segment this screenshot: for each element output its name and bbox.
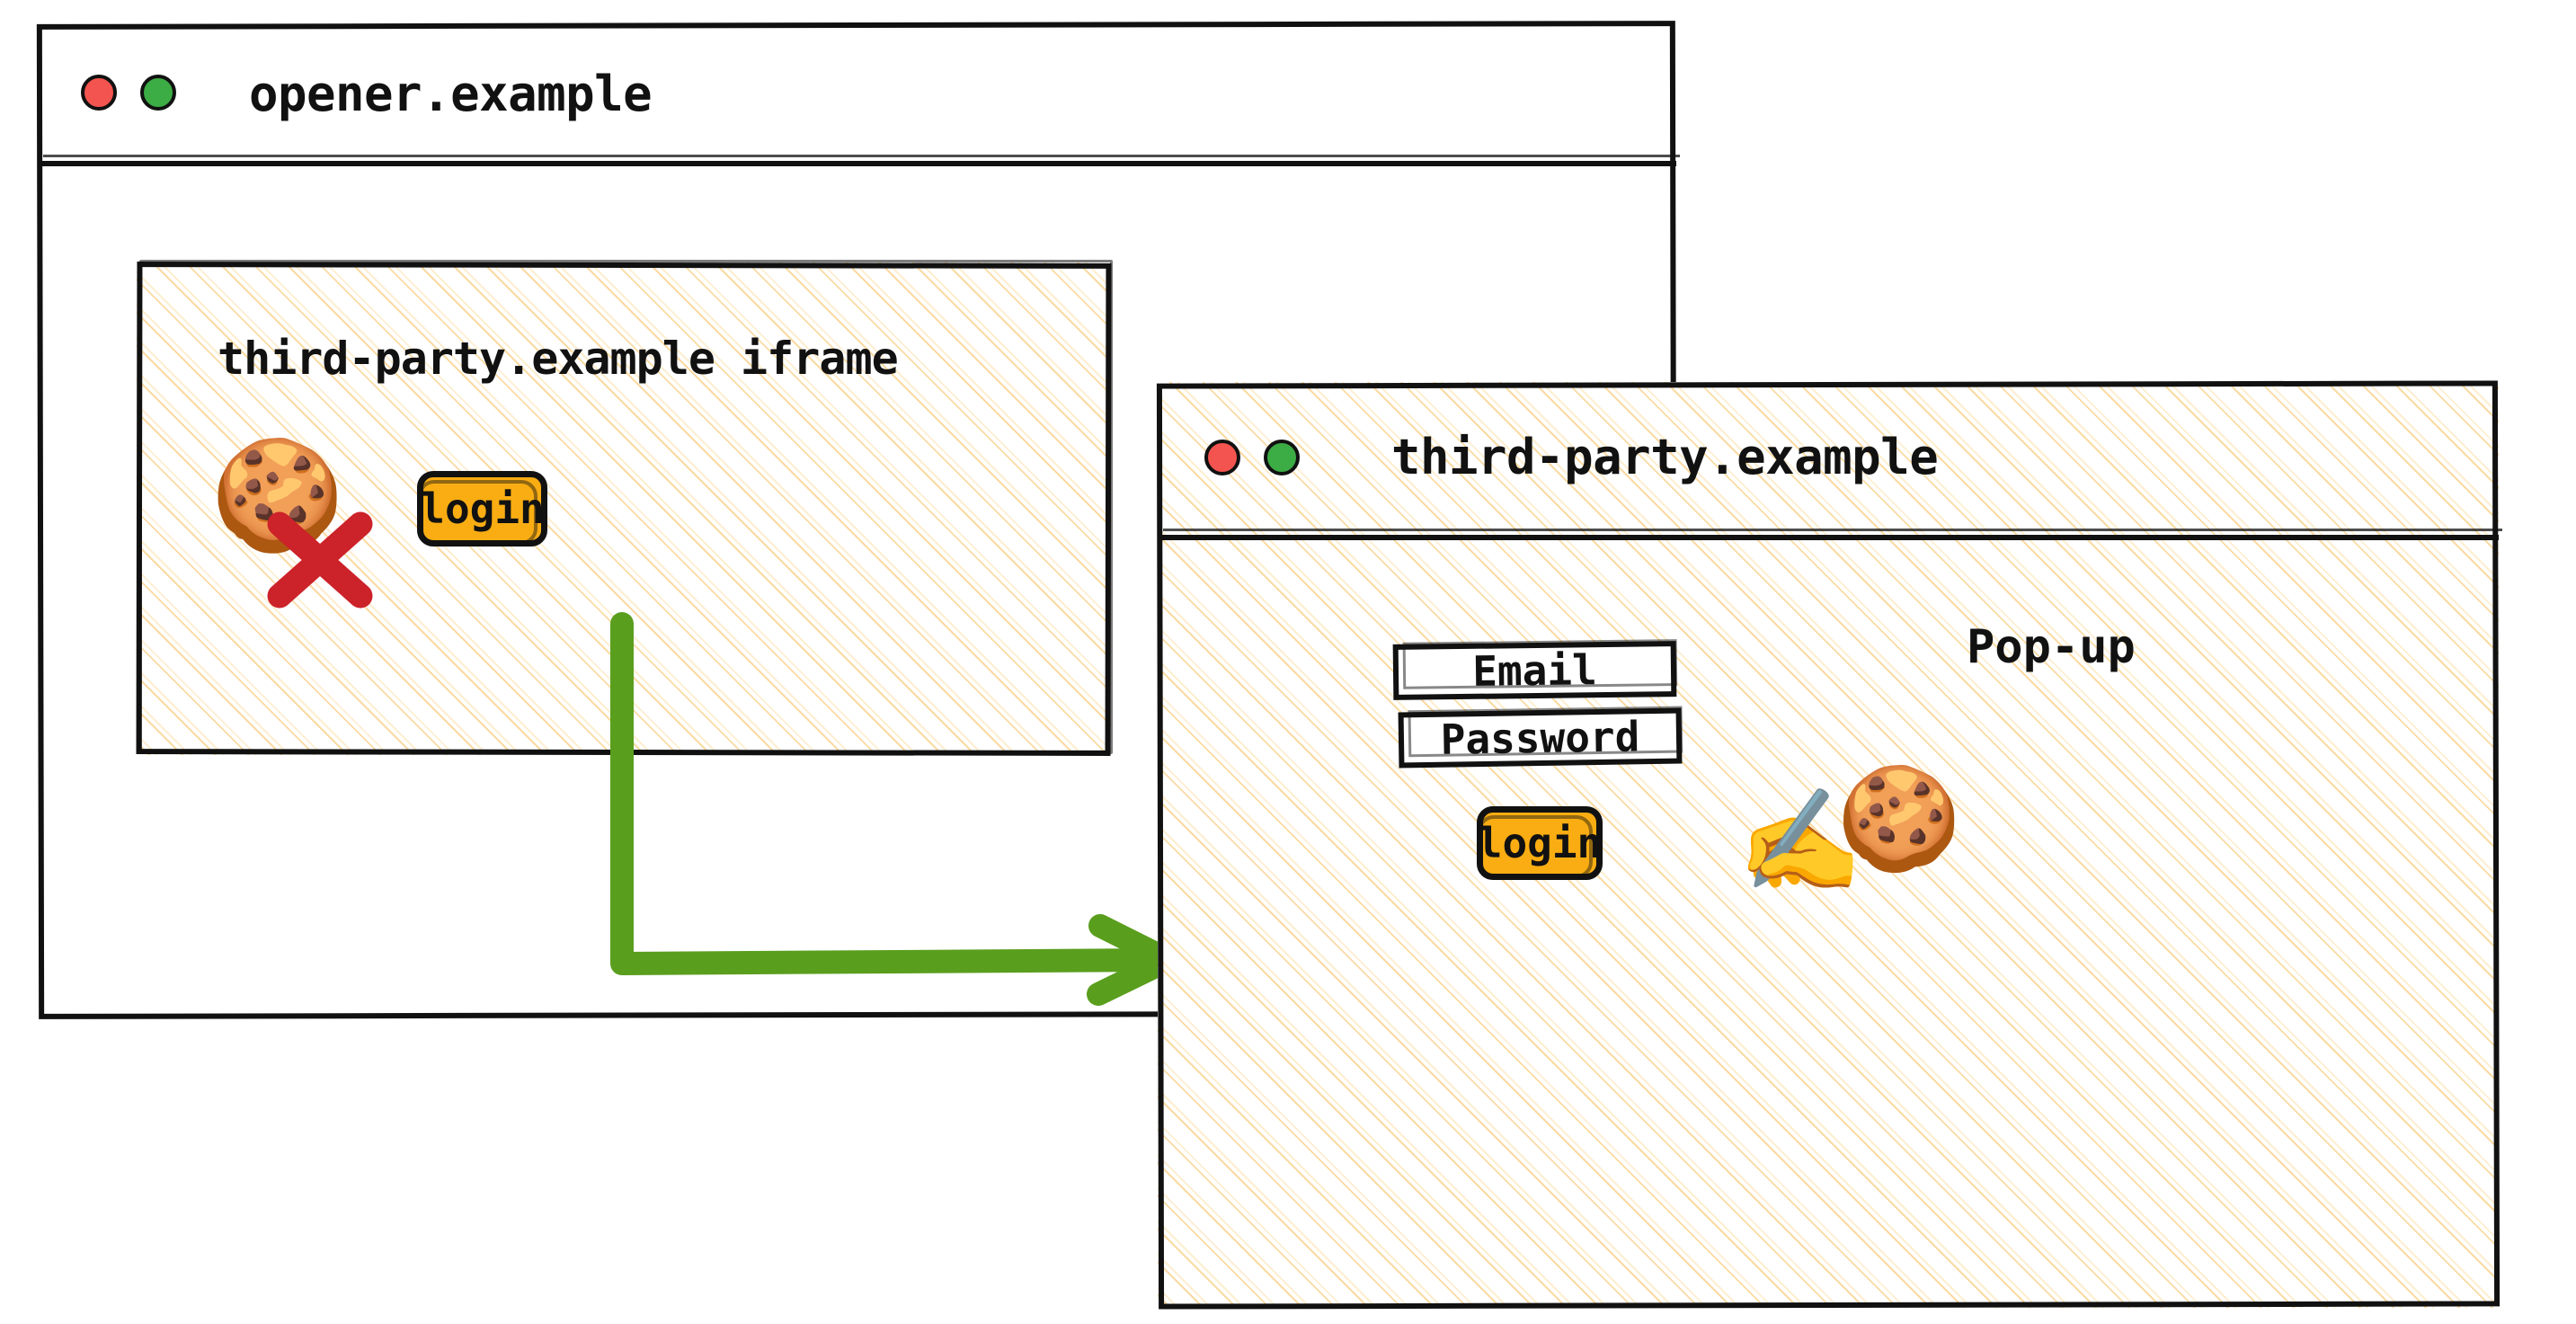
cookie-emoji: 🍪 xyxy=(1836,760,1962,877)
popup-login-label: login xyxy=(1477,819,1603,867)
opener-title-bar: opener.example xyxy=(38,22,1680,166)
popup-traffic-lights xyxy=(1204,440,1300,475)
iframe-login-label: login xyxy=(420,484,545,533)
password-field[interactable]: Password xyxy=(1398,707,1683,769)
cross-mark-icon xyxy=(267,511,373,609)
opener-traffic-lights xyxy=(81,75,176,111)
maximize-dot[interactable] xyxy=(140,75,176,111)
maximize-dot[interactable] xyxy=(1264,440,1300,475)
popup-login-button[interactable]: login xyxy=(1477,806,1603,880)
iframe-label: third-party.example iframe xyxy=(218,333,899,385)
third-party-iframe: third-party.example iframe 🍪 login xyxy=(136,260,1113,756)
close-dot[interactable] xyxy=(81,75,117,111)
email-field[interactable]: Email xyxy=(1392,641,1677,700)
opener-window-title: opener.example xyxy=(249,66,653,122)
opener-title-divider xyxy=(38,155,1680,166)
popup-title-divider xyxy=(1158,529,2502,540)
popup-browser-window: third-party.example Pop-up Email Passwor… xyxy=(1156,380,2502,1310)
writing-hand-emoji: ✍️ xyxy=(1737,783,1863,900)
popup-caption: Pop-up xyxy=(1967,620,2136,674)
email-field-label: Email xyxy=(1471,645,1598,696)
iframe-login-button[interactable]: login xyxy=(417,471,547,546)
password-field-label: Password xyxy=(1440,712,1640,764)
close-dot[interactable] xyxy=(1204,440,1240,475)
popup-title-bar: third-party.example xyxy=(1158,382,2502,540)
popup-window-title: third-party.example xyxy=(1391,429,1939,485)
